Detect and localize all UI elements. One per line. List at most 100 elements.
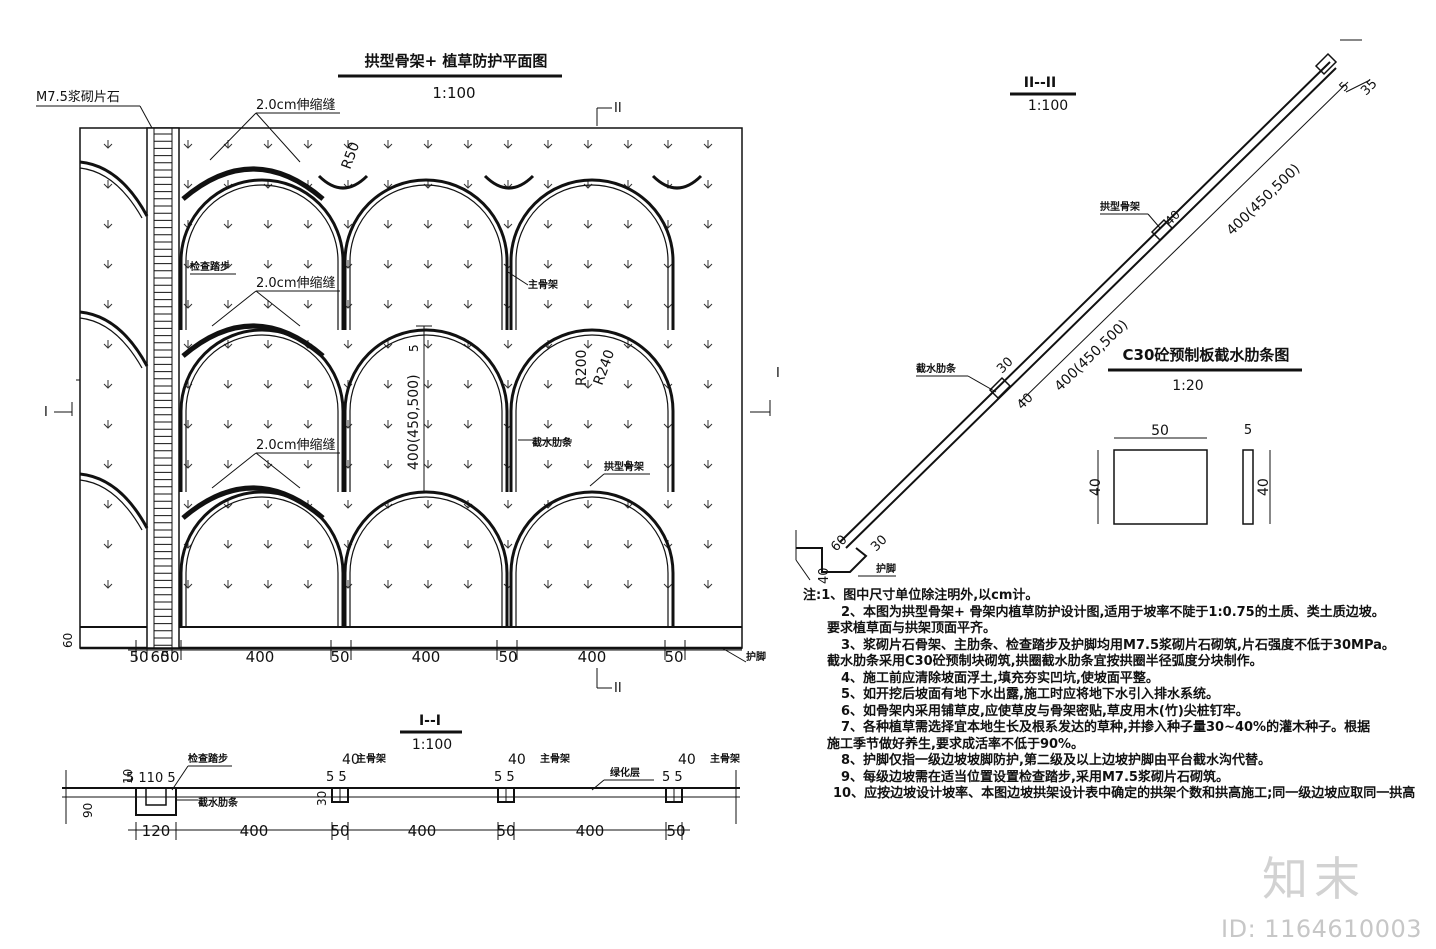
svg-text:5 5: 5 5 — [494, 770, 515, 785]
plan-dim-label: 400 — [246, 648, 275, 666]
section1-scale: 1:100 — [412, 737, 452, 753]
r240-label: R240 — [591, 348, 619, 388]
section-II-bottom: II — [614, 681, 622, 696]
svg-text:400(450,500): 400(450,500) — [406, 374, 422, 470]
r50-label: R50 — [339, 140, 363, 171]
s2-len-2: 400(450,500) — [1052, 317, 1132, 395]
plan-view: 拱型骨架+ 植草防护平面图 1:100 M7.5浆砌片石 2.0cm伸缩缝 2.… — [36, 52, 780, 696]
svg-text:10: 10 — [121, 769, 135, 784]
joint-label-2: 2.0cm伸缩缝 — [256, 275, 336, 291]
plan-dim-label: 50 — [129, 648, 148, 666]
section-II-top: II — [614, 101, 622, 116]
note-line: 注:1、图中尺寸单位除注明外,以cm计。 — [803, 588, 1039, 603]
section1-dim-label: 50 — [330, 822, 349, 840]
section1-dim-label: 120 — [142, 822, 171, 840]
strip-detail: C30砼预制板截水肋条图 1:20 50 40 5 40 — [1088, 346, 1302, 525]
note-line: 9、每级边坡需在适当位置设置检查踏步,采用M7.5浆砌片石砌筑。 — [841, 769, 1229, 785]
m75-label: M7.5浆砌片石 — [36, 90, 120, 105]
plan-dim-label: 400 — [412, 648, 441, 666]
plan-dim-label: 50 — [160, 648, 179, 666]
r200-label: R200 — [574, 350, 590, 386]
plan-dim-label: 60 — [150, 648, 169, 666]
svg-text:40: 40 — [817, 567, 832, 584]
svg-text:40: 40 — [1162, 207, 1183, 228]
grass-pattern — [103, 140, 713, 589]
note-line: 5、如开挖后坡面有地下水出露,施工时应将地下水引入排水系统。 — [841, 687, 1219, 702]
section1-profile — [62, 770, 740, 824]
section-mark-II — [596, 107, 612, 689]
s2-toe-label: 护脚 — [876, 562, 896, 575]
note-line: 4、施工前应清除坡面浮土,填充夯实凹坑,使坡面平整。 — [841, 670, 1159, 686]
note-line: 6、如骨架内采用铺草皮,应使草皮与骨架密贴,草皮用木(竹)尖桩钉牢。 — [841, 703, 1249, 719]
section1-title: I--I — [419, 713, 441, 729]
note-line: 要求植草面与拱架顶面平齐。 — [827, 621, 997, 636]
intercept-label: 截水肋条 — [532, 436, 573, 449]
section1-dim-label: 50 — [496, 822, 515, 840]
plan-dim-label: 50 — [664, 648, 683, 666]
strip-front — [1113, 449, 1208, 525]
svg-text:35: 35 — [1358, 77, 1380, 99]
svg-text:40: 40 — [342, 752, 360, 768]
plan-title: 拱型骨架+ 植草防护平面图 — [365, 52, 548, 70]
section1-dim-label: 400 — [408, 822, 437, 840]
s2-arch-label: 拱型骨架 — [1100, 200, 1140, 213]
note-line: 施工季节做好养生,要求成活率不低于90%。 — [827, 736, 1085, 752]
svg-text:30: 30 — [868, 533, 890, 555]
note-line: 7、各种植草需选择宜本地生长及根系发达的草种,并掺入种子量30~40%的灌木种子… — [841, 720, 1371, 735]
svg-text:40: 40 — [1256, 478, 1272, 496]
section1-dim-label: 50 — [666, 822, 685, 840]
note-line: 3、浆砌片石骨架、主肋条、检查踏步及护脚均用M7.5浆砌片石砌筑,片石强度不低于… — [841, 637, 1395, 653]
s1-d5110: 5 110 5 — [126, 771, 176, 786]
section1-bottom-dimensions: 120 400 50 400 50 400 50 — [128, 822, 690, 840]
section-I-left: I — [44, 405, 48, 420]
svg-text:40: 40 — [508, 752, 526, 768]
note-line: 截水肋条采用C30砼预制块砌筑,拱圈截水肋条宜按拱圈半径弧度分块制作。 — [827, 654, 1263, 669]
main-frame-label: 主骨架 — [528, 278, 558, 291]
svg-text:5: 5 — [407, 344, 421, 352]
section1-dim-label: 400 — [576, 822, 605, 840]
svg-text:50: 50 — [1151, 423, 1169, 439]
strip-side — [1242, 449, 1254, 525]
joint-label-1: 2.0cm伸缩缝 — [256, 97, 336, 113]
toe-label: 护脚 — [746, 650, 766, 663]
svg-text:5: 5 — [1244, 423, 1252, 438]
plan-dim-label: 50 — [330, 648, 349, 666]
section1-dim-label: 400 — [240, 822, 269, 840]
watermark-id: ID: 1164610003 — [1221, 915, 1422, 943]
strip-title: C30砼预制板截水肋条图 — [1123, 346, 1290, 364]
note-line: 2、本图为拱型骨架+ 骨架内植草防护设计图,适用于坡率不陡于1:0.75的土质、… — [841, 604, 1385, 620]
s1-green-label: 绿化层 — [610, 766, 640, 779]
joint-label-3: 2.0cm伸缩缝 — [256, 437, 336, 453]
s1-main-3: 主骨架 — [710, 752, 740, 765]
height-dimension: 400(450,500) 5 — [406, 325, 432, 493]
plan-dim-label: 400 — [578, 648, 607, 666]
watermark-logo: 知末 — [1262, 852, 1366, 906]
s2-len-1: 400(450,500) — [1224, 161, 1304, 239]
section-mark-I — [54, 379, 771, 416]
s1-main-2: 主骨架 — [540, 752, 570, 765]
arch-frames — [80, 160, 703, 627]
section2-title: II--II — [1024, 75, 1056, 91]
inspection-steps-ladder — [146, 127, 180, 649]
svg-text:40: 40 — [678, 752, 696, 768]
plan-scale: 1:100 — [432, 84, 475, 102]
dim-60-label: 60 — [61, 633, 75, 648]
section-II-II: II--II 1:100 400(450,500) 400(450,500) 3… — [795, 39, 1381, 584]
svg-text:5 5: 5 5 — [326, 770, 347, 785]
note-line: 8、护脚仅指一级边坡坡脚防护,第二级及以上边坡护脚由平台截水沟代替。 — [841, 753, 1271, 768]
svg-text:40: 40 — [1088, 478, 1104, 496]
plan-dim-label: 50 — [498, 648, 517, 666]
section2-scale: 1:100 — [1028, 98, 1068, 114]
design-notes: 注:1、图中尺寸单位除注明外,以cm计。 2、本图为拱型骨架+ 骨架内植草防护设… — [803, 588, 1433, 803]
arch-frame-label: 拱型骨架 — [604, 460, 644, 473]
svg-text:90: 90 — [81, 803, 95, 818]
svg-text:5 5: 5 5 — [662, 770, 683, 785]
svg-text:30: 30 — [315, 791, 329, 806]
inspection-steps-label: 检查踏步 — [190, 260, 230, 273]
s2-intercept-label: 截水肋条 — [916, 362, 957, 375]
svg-text:40: 40 — [1014, 391, 1036, 413]
note-line: 10、应按边坡设计坡率、本图边坡拱架设计表中确定的拱架个数和拱高施工;同一级边坡… — [833, 786, 1416, 801]
slope-profile — [795, 39, 1371, 581]
